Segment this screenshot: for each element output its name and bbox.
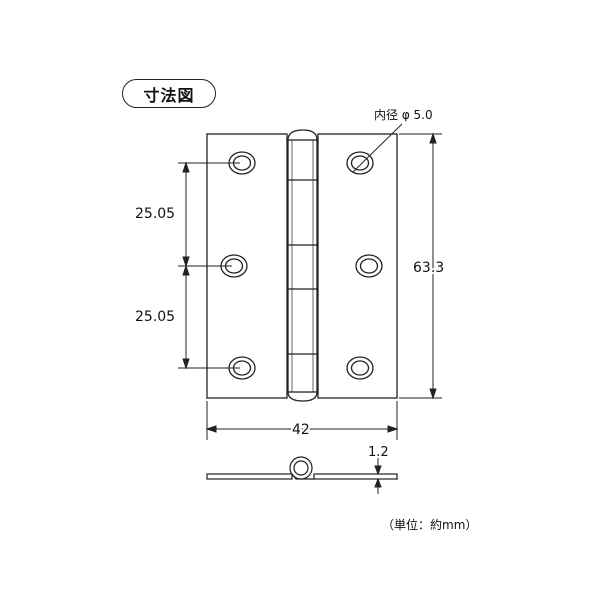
hole-leader-line [352,123,403,173]
screw-hole-right-middle [355,254,383,278]
hinge-knuckle [287,129,318,402]
spacing-label-upper: 25.05 [135,206,175,222]
screw-hole-right-top [346,151,374,175]
hinge-side-profile [206,456,398,480]
thickness-dimension [315,456,398,494]
thickness-label: 1.2 [368,445,389,460]
hole-diameter-label: 内径 φ 5.0 [374,108,433,122]
height-label: 63.3 [413,260,444,276]
height-dimension [399,132,442,400]
width-label: 42 [292,422,310,438]
spacing-label-lower: 25.05 [135,309,175,325]
unit-note: （単位：約mm） [382,518,478,532]
screw-hole-right-bottom [346,356,374,380]
hinge-right-leaf [317,133,398,399]
hole-spacing-dimension [178,161,240,370]
width-dimension [205,401,399,440]
title-badge: 寸法図 [122,79,216,108]
